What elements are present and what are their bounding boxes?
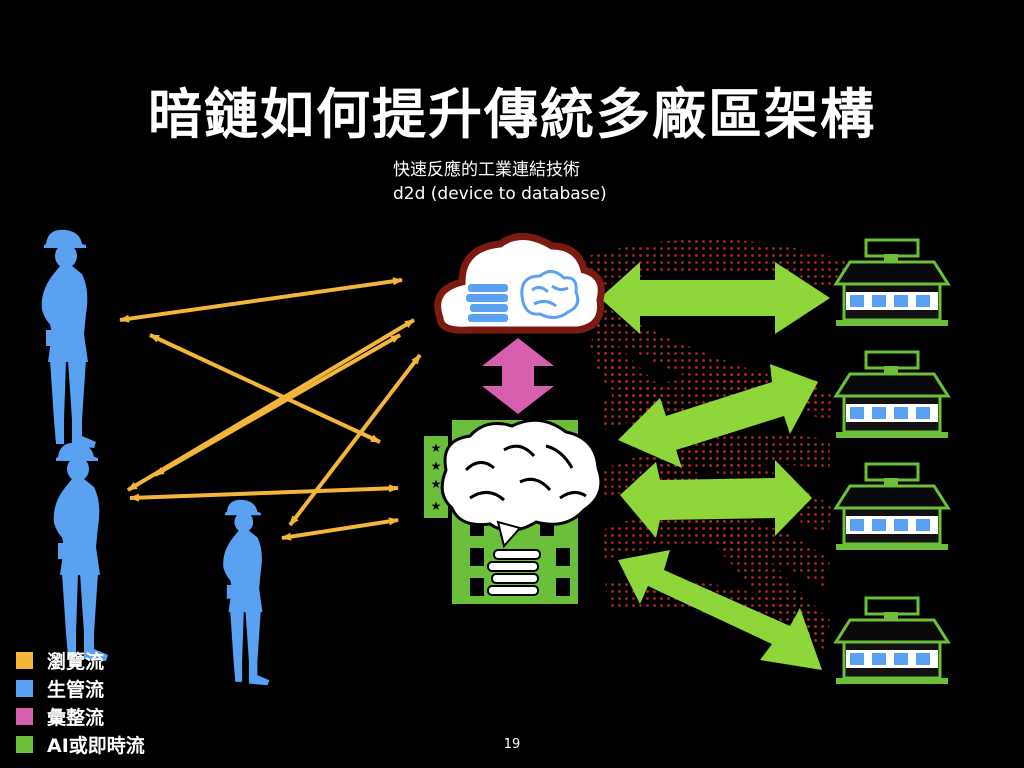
legend-swatch-ai: [16, 735, 33, 753]
legend-item-aggregate: 彙整流: [16, 702, 145, 730]
legend-item-ai: AI或即時流: [16, 730, 145, 758]
legend: 瀏覽流 生管流 彙整流 AI或即時流: [16, 646, 145, 758]
slide-subtitle: 快速反應的工業連結技術 d2d (device to database): [393, 158, 607, 206]
ai-arrow-building-factory4: [618, 550, 822, 670]
legend-label: 瀏覽流: [47, 650, 105, 673]
browse-arrows: [119, 277, 422, 541]
legend-label: AI或即時流: [47, 734, 145, 757]
books-icon: [487, 549, 541, 596]
worker-center-icon: [223, 499, 270, 686]
legend-item-browse: 瀏覽流: [16, 646, 145, 674]
legend-swatch-aggregate: [16, 707, 33, 725]
ai-arrow-building-factory2: [618, 364, 818, 468]
ai-arrow-building-factory3: [620, 460, 812, 538]
legend-label: 彙整流: [47, 706, 105, 729]
cloud-ai: [434, 233, 605, 334]
ai-arrow-cloud-factory1: [600, 262, 830, 334]
factory-1-icon: [834, 238, 950, 328]
worker-bottom-left-icon: [53, 442, 108, 661]
page-number: 19: [503, 737, 521, 752]
legend-swatch-manage: [16, 679, 33, 697]
legend-label: 生管流: [47, 678, 105, 701]
books-icon: [466, 284, 508, 322]
svg-text:★: ★: [431, 441, 442, 455]
factory-4-icon: [834, 596, 950, 686]
ai-realtime-arrows: [600, 262, 830, 670]
svg-text:★: ★: [431, 499, 442, 513]
factory-3-icon: [834, 462, 950, 552]
aggregate-arrow: [482, 338, 554, 414]
svg-text:★: ★: [431, 477, 442, 491]
subtitle-line-1: 快速反應的工業連結技術: [393, 160, 580, 180]
factory-2-icon: [834, 350, 950, 440]
brain-icon: [440, 418, 603, 549]
svg-text:★: ★: [431, 459, 442, 473]
subtitle-line-2: d2d (device to database): [393, 184, 607, 204]
legend-item-manage: 生管流: [16, 674, 145, 702]
slide-title: 暗鏈如何提升傳統多廠區架構: [148, 83, 876, 146]
brain-icon: [520, 270, 580, 319]
worker-top-left-icon: [41, 229, 96, 448]
legend-swatch-browse: [16, 651, 33, 669]
building-ai: ★ ★ ★ ★: [424, 418, 603, 604]
